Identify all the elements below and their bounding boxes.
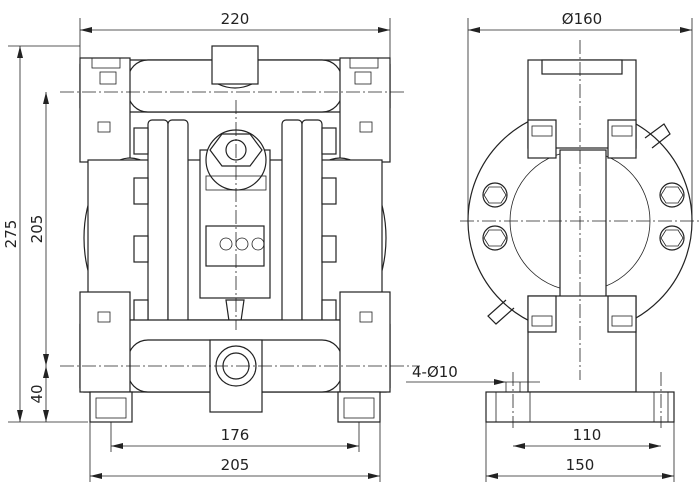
dim-port-centers: 205 (28, 215, 46, 244)
dim-overall-width: 220 (221, 10, 250, 28)
front-view (60, 45, 420, 423)
dim-diaphragm-diameter: Ø160 (562, 10, 602, 28)
dim-base-height: 40 (28, 384, 46, 403)
dim-side-holes-span: 110 (573, 426, 602, 444)
dim-overall-height: 275 (2, 220, 20, 249)
side-view (460, 40, 700, 428)
dim-mounting-holes: 4-Ø10 (412, 363, 458, 381)
side-bolts (482, 182, 685, 251)
dim-foot-width: 205 (221, 456, 250, 474)
dimension-lines (8, 18, 693, 482)
dim-foot-holes-inner: 176 (221, 426, 250, 444)
dim-side-base-width: 150 (566, 456, 595, 474)
